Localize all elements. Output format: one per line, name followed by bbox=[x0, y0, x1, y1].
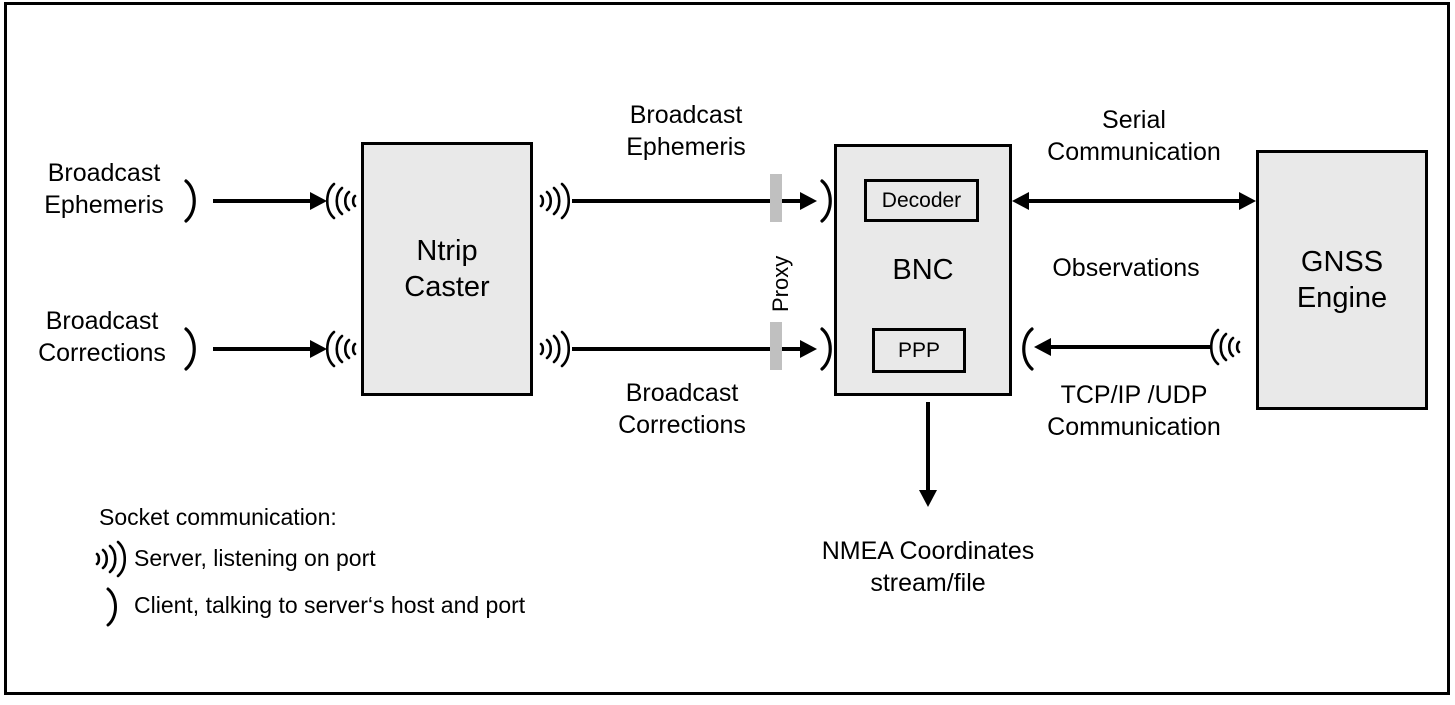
node-bnc-ppp-label: PPP bbox=[897, 338, 941, 362]
proxy-bar-ephemeris bbox=[770, 174, 782, 222]
arrow-line-bnc-to-nmea bbox=[926, 402, 930, 494]
arrow-line-observations bbox=[1048, 345, 1210, 349]
arrowhead-serial-right bbox=[1239, 192, 1256, 210]
client-socket-icon-corrections bbox=[182, 326, 202, 372]
server-socket-icon-caster-ephemeris bbox=[326, 182, 358, 220]
arrowhead-serial-left bbox=[1012, 192, 1029, 210]
client-socket-icon bbox=[182, 178, 202, 224]
node-ntrip-caster[interactable]: Ntrip Caster bbox=[361, 142, 533, 396]
arrow-line-serial-communication bbox=[1026, 199, 1240, 203]
server-socket-icon-gnss-observations bbox=[1210, 328, 1242, 366]
server-socket-icon-caster-out-corrections bbox=[538, 330, 570, 368]
arrow-line-caster-to-bnc-ephemeris bbox=[572, 199, 806, 203]
label-broadcast-corrections-mid: Broadcast Corrections bbox=[618, 379, 746, 439]
client-socket-icon-bnc-ephemeris bbox=[818, 178, 838, 224]
server-socket-icon-caster-corrections bbox=[326, 330, 358, 368]
arrow-line-ephemeris-to-caster bbox=[213, 199, 312, 203]
server-socket-icon-caster-out-ephemeris bbox=[538, 182, 570, 220]
legend-server-socket-icon bbox=[94, 540, 126, 578]
proxy-bar-corrections bbox=[770, 322, 782, 370]
arrow-line-corrections-to-caster bbox=[213, 347, 312, 351]
legend-title: Socket communication: bbox=[99, 504, 337, 530]
arrowhead-observations bbox=[1034, 338, 1051, 356]
client-socket-icon-bnc-observations bbox=[1016, 326, 1036, 372]
node-gnss-engine[interactable]: GNSS Engine bbox=[1256, 150, 1428, 410]
label-serial-communication: Serial Communication bbox=[1047, 106, 1221, 166]
label-proxy: Proxy bbox=[768, 255, 793, 312]
arrow-line-caster-to-bnc-corrections bbox=[572, 347, 806, 351]
node-bnc-decoder[interactable]: Decoder bbox=[864, 179, 979, 222]
legend-item-server-label: Server, listening on port bbox=[134, 545, 376, 571]
label-nmea-output: NMEA Coordinates stream/file bbox=[821, 537, 1035, 597]
node-bnc-decoder-label: Decoder bbox=[881, 188, 962, 212]
node-bnc-ppp[interactable]: PPP bbox=[872, 328, 966, 373]
label-broadcast-corrections-input: Broadcast Corrections bbox=[38, 307, 166, 367]
arrowhead-bnc-to-nmea bbox=[919, 490, 937, 507]
arrowhead-caster-to-bnc-ephemeris bbox=[800, 192, 817, 210]
legend-item-client-label: Client, talking to server‘s host and por… bbox=[134, 592, 526, 618]
arrowhead-caster-to-bnc-corrections bbox=[800, 340, 817, 358]
diagram-outer-frame bbox=[4, 2, 1450, 695]
label-broadcast-ephemeris-mid: Broadcast Ephemeris bbox=[626, 101, 746, 161]
label-tcpip-udp-communication: TCP/IP /UDP Communication bbox=[1047, 381, 1221, 441]
node-bnc-label: BNC bbox=[892, 253, 954, 286]
legend-client-socket-icon bbox=[104, 586, 124, 628]
label-broadcast-ephemeris-input: Broadcast Ephemeris bbox=[44, 159, 164, 219]
arrowhead-corrections-to-caster bbox=[310, 340, 327, 358]
label-observations: Observations bbox=[1052, 254, 1200, 282]
client-socket-icon-bnc-corrections bbox=[818, 326, 838, 372]
arrowhead-ephemeris-to-caster bbox=[310, 192, 327, 210]
